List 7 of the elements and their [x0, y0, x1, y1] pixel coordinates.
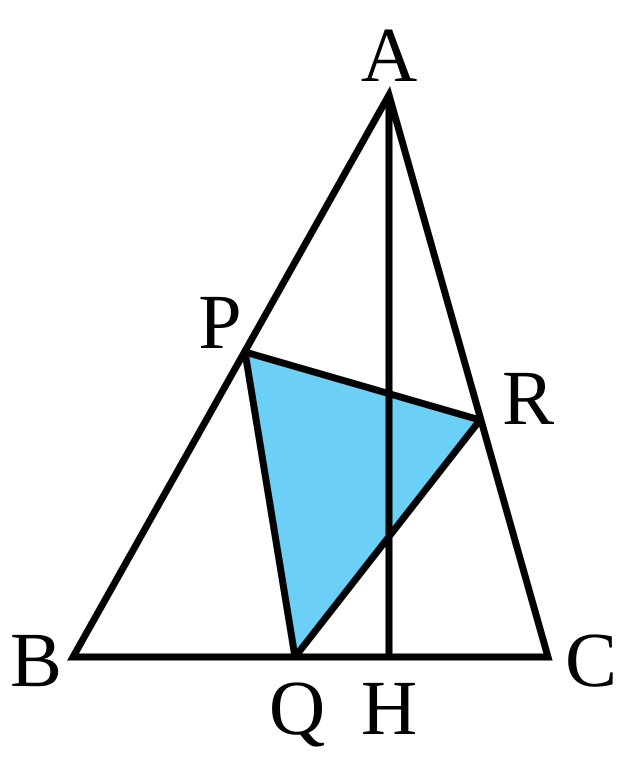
point-label: R — [502, 359, 554, 437]
point-label: Q — [268, 669, 326, 747]
point-label: B — [10, 621, 62, 699]
point-label: P — [198, 283, 242, 361]
point-label: C — [564, 621, 618, 699]
point-label: A — [360, 16, 418, 94]
point-label: H — [360, 669, 418, 747]
